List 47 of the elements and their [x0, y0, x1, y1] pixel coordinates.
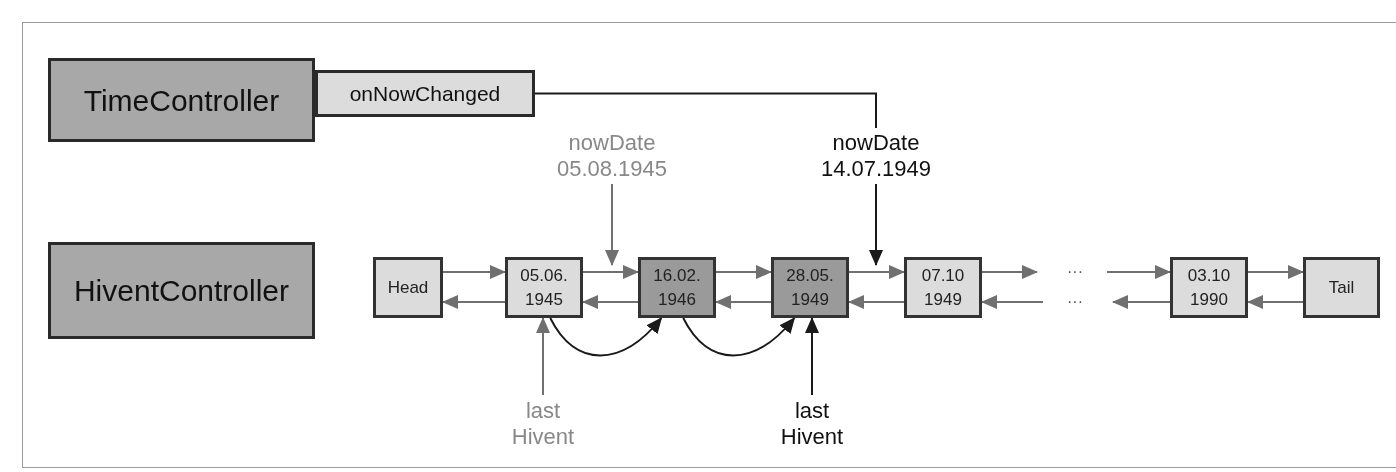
- annotation-text: last Hivent: [510, 398, 576, 450]
- list-node-box: [373, 257, 443, 318]
- node-label: 05.06. 1945: [519, 264, 569, 311]
- node-label: 28.05. 1949: [785, 264, 835, 311]
- arrow: [682, 317, 796, 357]
- list-node-box: [505, 257, 583, 318]
- arrow: [605, 183, 619, 266]
- list-node-box: [904, 257, 982, 318]
- arrow: [1247, 265, 1304, 279]
- arrow: [715, 295, 772, 309]
- connector-line: [534, 92, 877, 129]
- arrow: [582, 265, 639, 279]
- node-label: TimeController: [83, 82, 280, 119]
- annotation-text: nowDate 05.08.1945: [555, 130, 669, 182]
- controller-box: [48, 58, 315, 142]
- arrow: [1247, 295, 1304, 309]
- node-label: 16.02. 1946: [652, 264, 702, 311]
- arrow: [869, 183, 883, 266]
- arrow: [582, 295, 639, 309]
- arrow: [442, 265, 506, 279]
- arrow: [1106, 265, 1171, 279]
- list-node-box: [1170, 257, 1248, 318]
- node-label: onNowChanged: [349, 80, 501, 107]
- list-node-box: [771, 257, 849, 318]
- node-label: 07.10 1949: [920, 264, 966, 311]
- node-label: 03.10 1990: [1186, 264, 1232, 311]
- arrow: [1112, 295, 1171, 309]
- arrow: [442, 295, 506, 309]
- arrow: [981, 295, 1044, 309]
- ellipsis-text: ···: [1067, 262, 1083, 282]
- annotation-text: last Hivent: [779, 398, 845, 450]
- node-label: Tail: [1328, 276, 1355, 299]
- arrow: [805, 317, 819, 396]
- controller-box: [48, 242, 315, 339]
- list-node-box: [1303, 257, 1380, 318]
- ellipsis-text: ···: [1067, 292, 1083, 312]
- list-node-box: [638, 257, 716, 318]
- node-label: HiventController: [73, 273, 290, 309]
- arrow: [715, 265, 772, 279]
- event-port-box: [315, 70, 535, 117]
- arrow: [536, 317, 550, 396]
- node-label: Head: [387, 276, 429, 299]
- arrow: [848, 265, 905, 279]
- annotation-text: nowDate 14.07.1949: [819, 130, 933, 182]
- arrow: [981, 265, 1038, 279]
- arrow: [848, 295, 905, 309]
- arrow: [549, 317, 663, 357]
